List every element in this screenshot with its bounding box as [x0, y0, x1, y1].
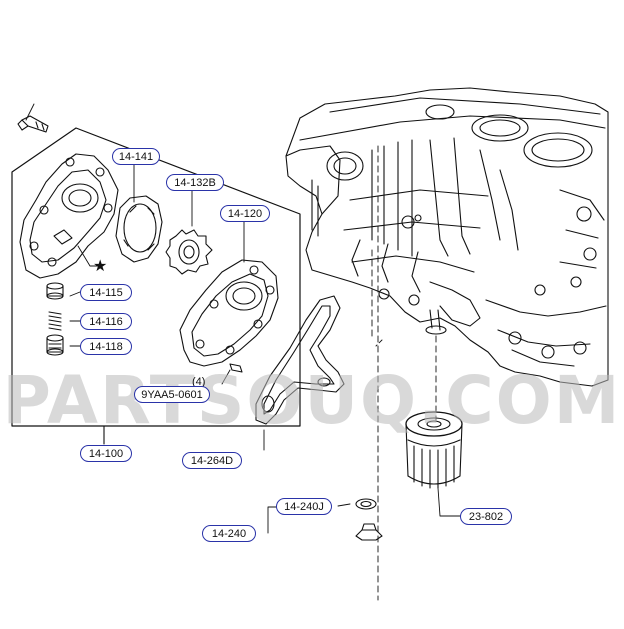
pump-cover — [179, 259, 279, 367]
callout-14-120[interactable]: 14-120 — [220, 205, 270, 222]
drain-plug — [355, 523, 383, 541]
leader-lines — [25, 103, 461, 601]
callout-14-240[interactable]: 14-240 — [202, 525, 256, 542]
relief-valve — [46, 334, 64, 356]
oil-pump-kit-outline — [11, 127, 301, 445]
oil-strainer-gasket — [255, 295, 345, 425]
callout-14-115[interactable]: 14-115 — [80, 284, 132, 301]
quantity-label: (4) — [192, 376, 206, 388]
callout-14-118[interactable]: 14-118 — [80, 338, 132, 355]
engine-block — [285, 87, 609, 387]
relief-spring — [48, 311, 62, 331]
callout-14-132b[interactable]: 14-132B — [166, 174, 224, 191]
drain-washer — [355, 498, 377, 510]
callout-14-116[interactable]: 14-116 — [80, 313, 132, 330]
outer-rotor — [115, 195, 163, 263]
oil-filter — [405, 411, 463, 489]
inner-gear — [165, 229, 213, 275]
callout-14-141[interactable]: 14-141 — [112, 148, 160, 165]
callout-14-240j[interactable]: 14-240J — [276, 498, 332, 515]
relief-plug — [46, 282, 64, 300]
callout-23-802[interactable]: 23-802 — [460, 508, 512, 525]
oil-pump-body — [19, 153, 119, 279]
callout-14-264d[interactable]: 14-264D — [182, 452, 242, 469]
bolt-part — [17, 115, 49, 133]
callout-14-100[interactable]: 14-100 — [80, 445, 132, 462]
callout-9yaa5-0601[interactable]: 9YAA5-0601 — [134, 386, 210, 403]
star-marker: ★ — [93, 258, 108, 275]
cover-screw — [229, 363, 243, 373]
